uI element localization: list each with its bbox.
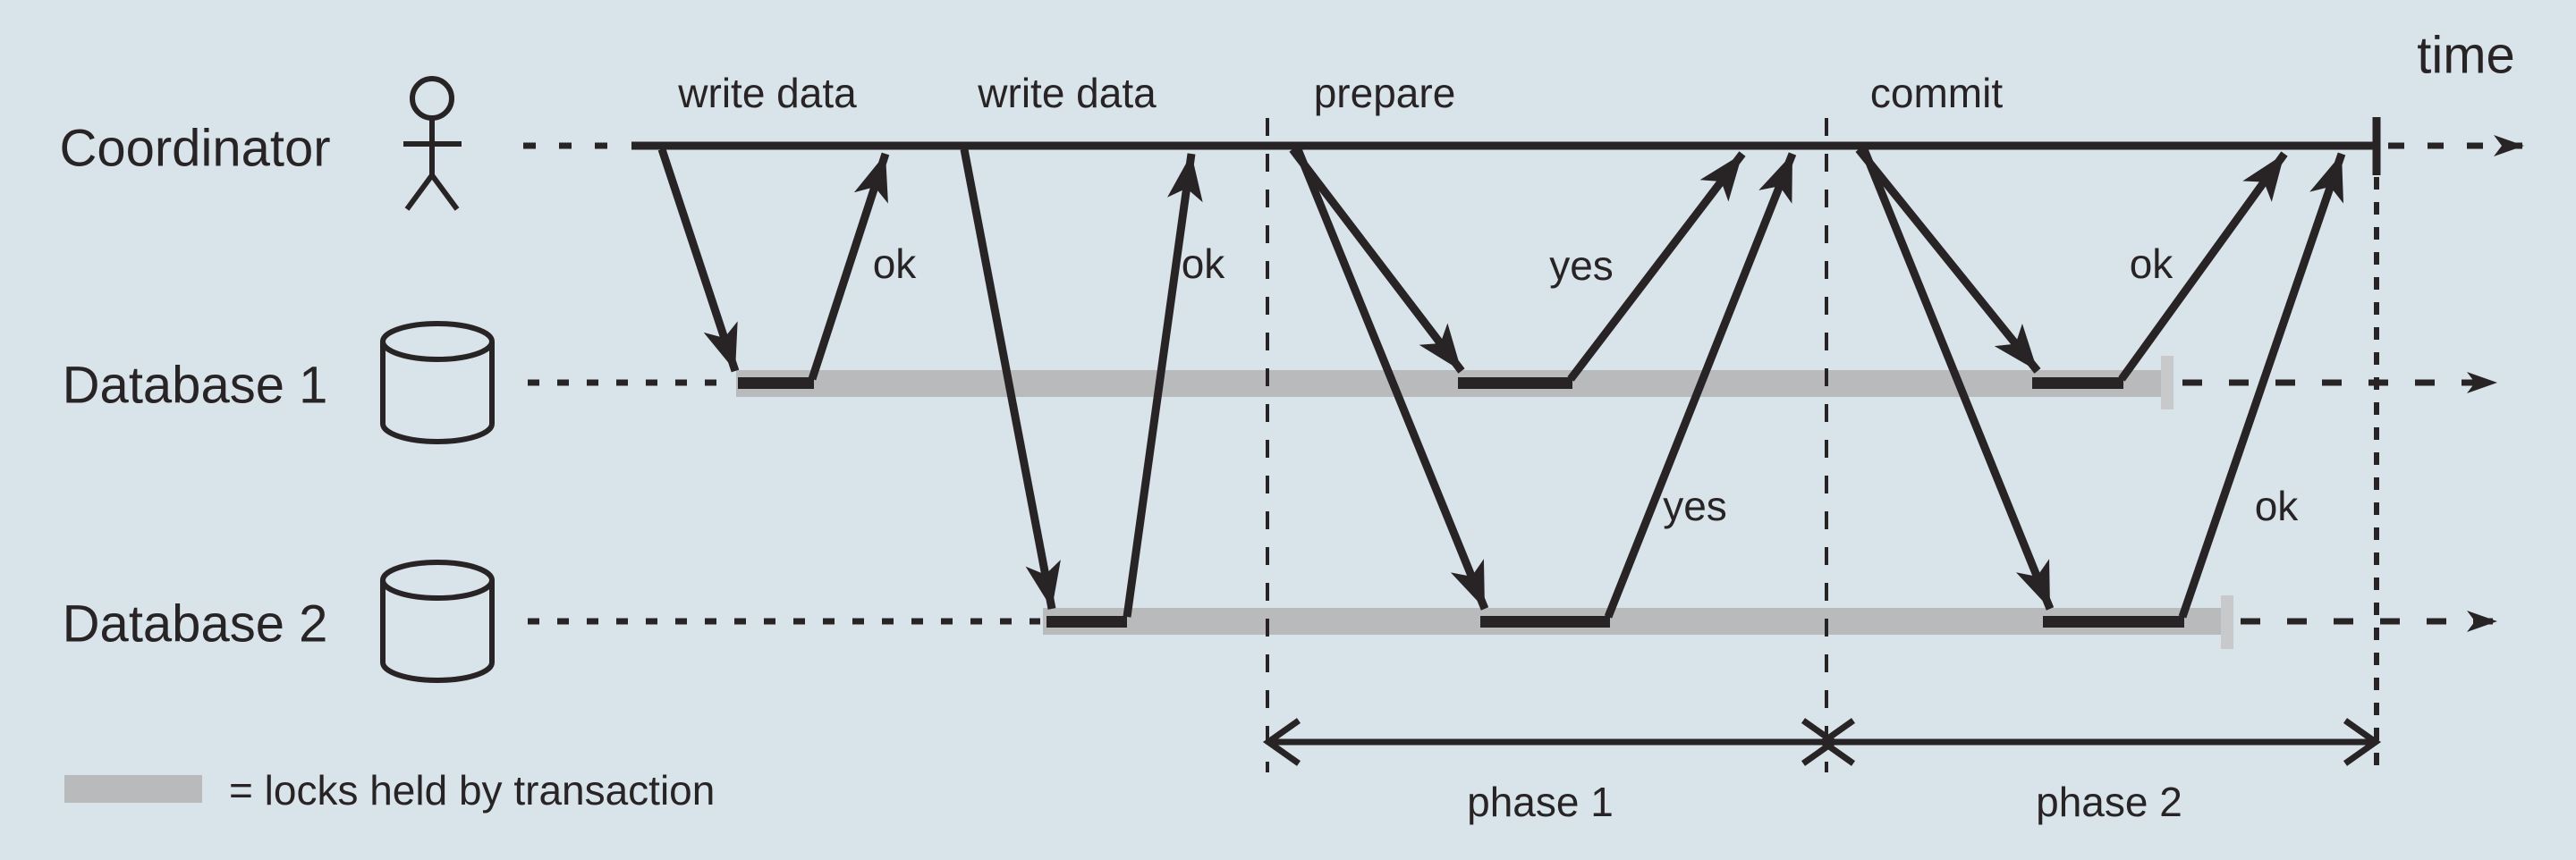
lock-bar-db2-end-cap xyxy=(2221,595,2233,649)
database1-activation-write xyxy=(738,377,814,389)
phase1-label: phase 1 xyxy=(1467,779,1614,825)
ok-commit-db1-label: ok xyxy=(2130,240,2174,287)
prepare-label: prepare xyxy=(1314,70,1456,116)
person-icon-head xyxy=(410,76,454,121)
lock-bar-db2-rect xyxy=(1043,608,2221,635)
message-arrow-ok-write-db1 xyxy=(808,152,890,381)
lock-bar-db2 xyxy=(1043,595,2233,649)
database1-cylinder-top xyxy=(380,321,495,362)
message-arrow-commit-db1 xyxy=(1855,147,2041,374)
message-arrows xyxy=(657,147,2346,619)
database1-cylinder-body xyxy=(380,341,495,444)
database-cylinder-icon xyxy=(380,321,495,444)
phase2-label: phase 2 xyxy=(2036,779,2182,825)
ok-write-db1-label: ok xyxy=(873,240,918,287)
person-icon-leg-right xyxy=(429,173,460,211)
ok-write-db2-label: ok xyxy=(1182,240,1226,287)
phase-ranges: phase 1 phase 2 xyxy=(1262,718,2382,825)
yes-prepare-db1-label: yes xyxy=(1549,242,1614,289)
message-arrow-prepare-db1 xyxy=(1289,147,1465,374)
phase2-range-arrow xyxy=(1817,718,2382,766)
write-data-1-label: write data xyxy=(677,70,857,116)
phase1-left-chevron-icon xyxy=(1262,718,1301,766)
phase1-range-arrow xyxy=(1262,718,1840,766)
message-arrow-commit-db2 xyxy=(1860,148,2055,611)
database1-activation-prepare xyxy=(1458,377,1572,389)
database2-cylinder-top xyxy=(380,560,495,601)
message-arrow-ok-commit-db2 xyxy=(2178,152,2346,619)
message-arrow-write-data-db2 xyxy=(960,148,1061,610)
message-arrow-yes-db1 xyxy=(1567,151,1746,382)
time-axis-label: time xyxy=(2417,27,2515,85)
legend-lock-bar-swatch xyxy=(64,775,202,803)
message-arrow-ok-commit-db1 xyxy=(2118,151,2288,382)
message-arrow-prepare-db2 xyxy=(1293,148,1489,611)
message-arrow-yes-db2 xyxy=(1604,152,1797,619)
phase2-left-chevron-icon xyxy=(1817,718,1856,766)
database2-activation-commit xyxy=(2043,616,2184,628)
yes-prepare-db2-label: yes xyxy=(1663,483,1727,529)
database2-activation-prepare xyxy=(1480,616,1610,628)
commit-label: commit xyxy=(1870,70,2003,116)
database2-lane: Database 2 xyxy=(63,560,2497,683)
coordinator-label: Coordinator xyxy=(59,120,330,178)
database1-label: Database 1 xyxy=(63,357,328,415)
lock-bar-db1 xyxy=(736,356,2174,409)
lock-bar-db1-rect xyxy=(736,370,2161,397)
database2-label: Database 2 xyxy=(63,595,328,653)
ok-commit-db2-label: ok xyxy=(2255,483,2300,529)
message-arrow-write-data-db1 xyxy=(657,148,740,373)
database2-cylinder-body xyxy=(380,580,495,683)
legend: = locks held by transaction xyxy=(64,767,715,814)
lock-bar-db1-end-cap xyxy=(2161,356,2174,409)
database-cylinder-icon xyxy=(380,560,495,683)
message-labels: write data write data prepare commit ok … xyxy=(677,70,2299,529)
database2-activation-write xyxy=(1046,616,1127,628)
person-icon-leg-left xyxy=(404,173,435,211)
coordinator-lane: Coordinator time xyxy=(59,27,2524,211)
message-arrow-ok-write-db2 xyxy=(1123,153,1203,618)
phase2-right-chevron-icon xyxy=(2343,718,2382,766)
legend-label: = locks held by transaction xyxy=(229,767,715,814)
write-data-2-label: write data xyxy=(977,70,1157,116)
database1-activation-commit xyxy=(2032,377,2123,389)
database1-lane: Database 1 xyxy=(63,321,2497,444)
person-icon xyxy=(403,76,462,211)
